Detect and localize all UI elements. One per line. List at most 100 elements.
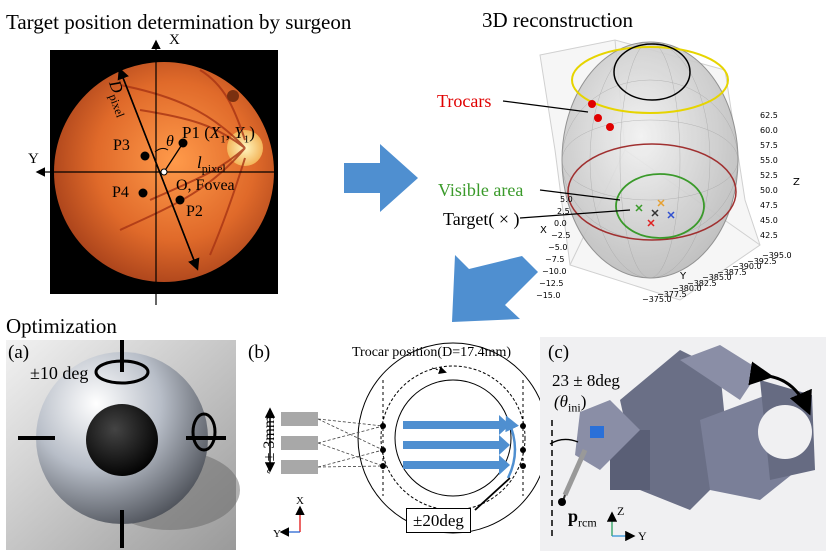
p1-close: ) <box>249 123 255 142</box>
panel-b-diagram <box>264 342 549 537</box>
top-ring <box>613 43 691 101</box>
retina-vessels <box>119 69 246 256</box>
theta-close: ) <box>580 392 587 411</box>
panel-a-label: (a) <box>8 342 30 363</box>
recon-x-tick: −2.5 <box>551 231 571 240</box>
recon-z-tick: 52.5 <box>760 171 778 180</box>
theta-arc <box>154 147 169 153</box>
diameter-arrow-up <box>117 67 198 269</box>
trocar-dot-3 <box>606 123 614 131</box>
panel-b-y-axis: Y <box>273 528 281 540</box>
recon-y-tick: −375.0 <box>642 295 672 304</box>
panel-c-p-label: prcm <box>568 507 597 529</box>
recon-y-tick: −392.5 <box>747 256 777 266</box>
recon-y-tick: −382.5 <box>687 278 717 288</box>
fundus-fovea-label: O, Fovea <box>176 177 235 194</box>
recon-x-axis-label: X <box>540 225 547 236</box>
fundus-p3-label: P3 <box>113 137 130 154</box>
recon-y-tick: −387.5 <box>717 267 747 277</box>
trocar-ring <box>571 46 729 114</box>
panel-a-lens <box>86 404 158 476</box>
point-p3 <box>140 151 150 161</box>
fundus-p2-label: P2 <box>186 203 203 220</box>
recon-z-tick: 62.5 <box>760 111 778 120</box>
recon-x-tick: 5.0 <box>560 195 573 204</box>
panel-c-robot <box>549 345 815 542</box>
panel-c-label: (c) <box>548 342 570 363</box>
recon-x-tick: 2.5 <box>557 207 570 216</box>
l-sub: pixel <box>201 161 226 176</box>
trocar-dot-2 <box>594 114 602 122</box>
recon-z-tick: 55.0 <box>760 156 778 165</box>
trocar-dot-1 <box>588 100 596 108</box>
recon-x-tick: −5.0 <box>548 243 568 252</box>
recon-z-axis-label: Z <box>793 177 800 188</box>
panel-a-rot-top <box>94 359 150 385</box>
retina-spot <box>227 90 239 102</box>
p1-open: ( <box>204 123 210 142</box>
p-symbol: p <box>568 506 579 526</box>
trocars-leader <box>502 100 589 113</box>
panel-a-rot-right <box>191 412 217 452</box>
fundus-x-label: X <box>169 32 180 48</box>
fundus-y-label: Y <box>28 151 39 167</box>
p1-x: X <box>209 123 221 142</box>
recon-y-tick: −385.0 <box>702 273 732 282</box>
fundus-p1-label: P1 (X1, Y1) <box>182 124 255 145</box>
panel-a-rotation-label: ±10 deg <box>30 363 89 383</box>
fundus-l-pixel-label: lpixel <box>197 154 226 174</box>
panel-c-angle-label: 23 ± 8deg <box>552 371 620 390</box>
panel-b-x-axis: X <box>296 495 304 507</box>
l-symbol: l <box>197 153 202 172</box>
point-p4 <box>138 188 148 198</box>
p1-x-sub: 1 <box>220 133 226 146</box>
recon-z-tick: 50.0 <box>760 186 778 195</box>
recon-y-tick: −390.0 <box>732 262 762 271</box>
recon-visible-label: Visible area <box>438 180 524 200</box>
recon-trocars-label: Trocars <box>437 91 492 111</box>
recon-x-tick: −15.0 <box>536 291 561 300</box>
title-target: Target position determination by surgeon <box>6 10 352 34</box>
recon-plot <box>502 39 761 301</box>
p1-text: P1 <box>182 123 200 142</box>
p1-y: Y <box>234 123 244 142</box>
target-leader <box>519 209 631 219</box>
recon-x-tick: −7.5 <box>545 255 565 264</box>
fundus-p4-label: P4 <box>112 184 129 201</box>
recon-y-tick: −377.5 <box>657 289 687 299</box>
panel-b-rot-label: ±20deg <box>406 508 471 533</box>
radius-line <box>163 142 184 173</box>
recon-z-tick: 57.5 <box>760 141 778 150</box>
recon-z-tick: 47.5 <box>760 201 778 210</box>
panel-c-y-axis: Y <box>638 529 647 543</box>
title-recon: 3D reconstruction <box>482 8 634 32</box>
panel-c-z-axis: Z <box>617 504 625 518</box>
title-optimization: Optimization <box>6 314 117 338</box>
p1-sep: , <box>225 123 235 142</box>
recon-z-tick: 45.0 <box>760 216 778 225</box>
point-p1 <box>178 138 188 148</box>
point-fovea <box>160 168 168 176</box>
visible-leader <box>539 189 621 201</box>
flow-arrow-diagonal <box>452 255 538 322</box>
recon-z-tick: 60.0 <box>760 126 778 135</box>
recon-y-tick: −380.0 <box>672 284 702 293</box>
p-sub: rcm <box>578 515 597 530</box>
limit-ring <box>567 143 737 241</box>
recon-x-tick: −10.0 <box>542 267 567 276</box>
target-crosses <box>635 199 675 227</box>
point-p2 <box>175 195 185 205</box>
fundus-theta-label: θ <box>166 133 174 150</box>
p1-y-sub: 1 <box>243 133 250 146</box>
recon-z-tick: 42.5 <box>760 231 778 240</box>
panel-b-label: (b) <box>248 342 271 363</box>
flow-arrow-right <box>344 144 418 212</box>
panel-c-theta-label: (θini) <box>554 393 586 413</box>
recon-target-label: Target( × ) <box>443 209 520 229</box>
visible-ring <box>615 173 705 239</box>
panel-b-trocar-label: Trocar position(D=17.4mm) <box>352 345 512 360</box>
recon-y-axis-label: Y <box>680 271 687 282</box>
theta-open: (θ <box>554 392 569 411</box>
recon-y-tick: −395.0 <box>762 251 792 260</box>
